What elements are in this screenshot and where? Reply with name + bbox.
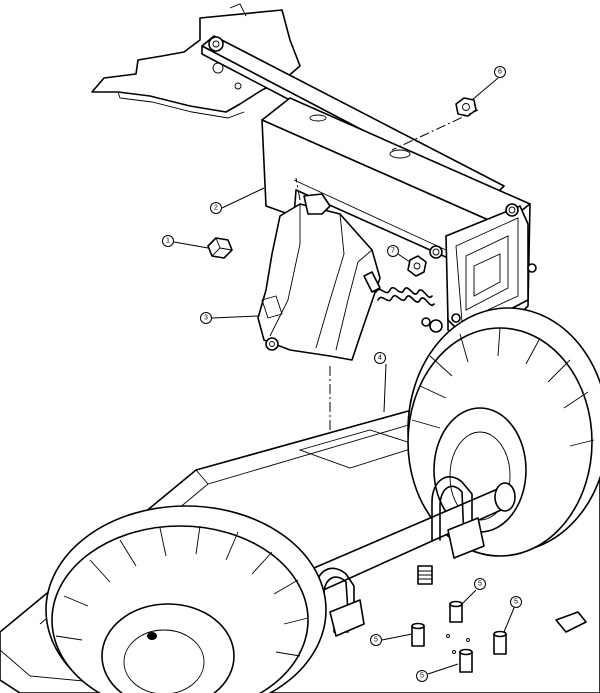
center-lines: [295, 109, 479, 432]
callout-5-c: 5: [510, 596, 522, 608]
callout-7: 7: [387, 245, 399, 257]
left-wheel: [45, 505, 327, 693]
callout-5-a: 5: [474, 578, 486, 590]
callout-3: 3: [200, 312, 212, 324]
callout-2: 2: [210, 202, 222, 214]
svg-text:5: 5: [514, 599, 518, 606]
callout-1: 1: [162, 235, 174, 247]
svg-text:2: 2: [214, 205, 218, 212]
svg-text:4: 4: [378, 355, 382, 362]
svg-text:3: 3: [204, 315, 208, 322]
callout-5-d: 5: [416, 670, 428, 682]
callout-4: 4: [374, 352, 386, 364]
svg-text:6: 6: [498, 69, 502, 76]
hex-bolt-1: [207, 237, 233, 259]
hex-nut-7: [407, 255, 427, 277]
tension-spring: [375, 286, 443, 333]
callout-6: 6: [494, 66, 506, 78]
svg-text:5: 5: [478, 581, 482, 588]
u-bolts: [315, 476, 485, 637]
mounting-plate: [91, 3, 301, 119]
svg-text:1: 1: [166, 238, 170, 245]
right-wheel: [407, 307, 600, 557]
svg-text:5: 5: [374, 637, 378, 644]
main-housing: [261, 97, 537, 345]
boss-posts: [411, 600, 507, 673]
callout-5-b: 5: [370, 634, 382, 646]
leader-lines: [173, 77, 515, 675]
motor: [257, 193, 381, 361]
hex-nut-6: [455, 97, 477, 117]
svg-text:7: 7: [391, 248, 395, 255]
svg-text:5: 5: [420, 673, 424, 680]
